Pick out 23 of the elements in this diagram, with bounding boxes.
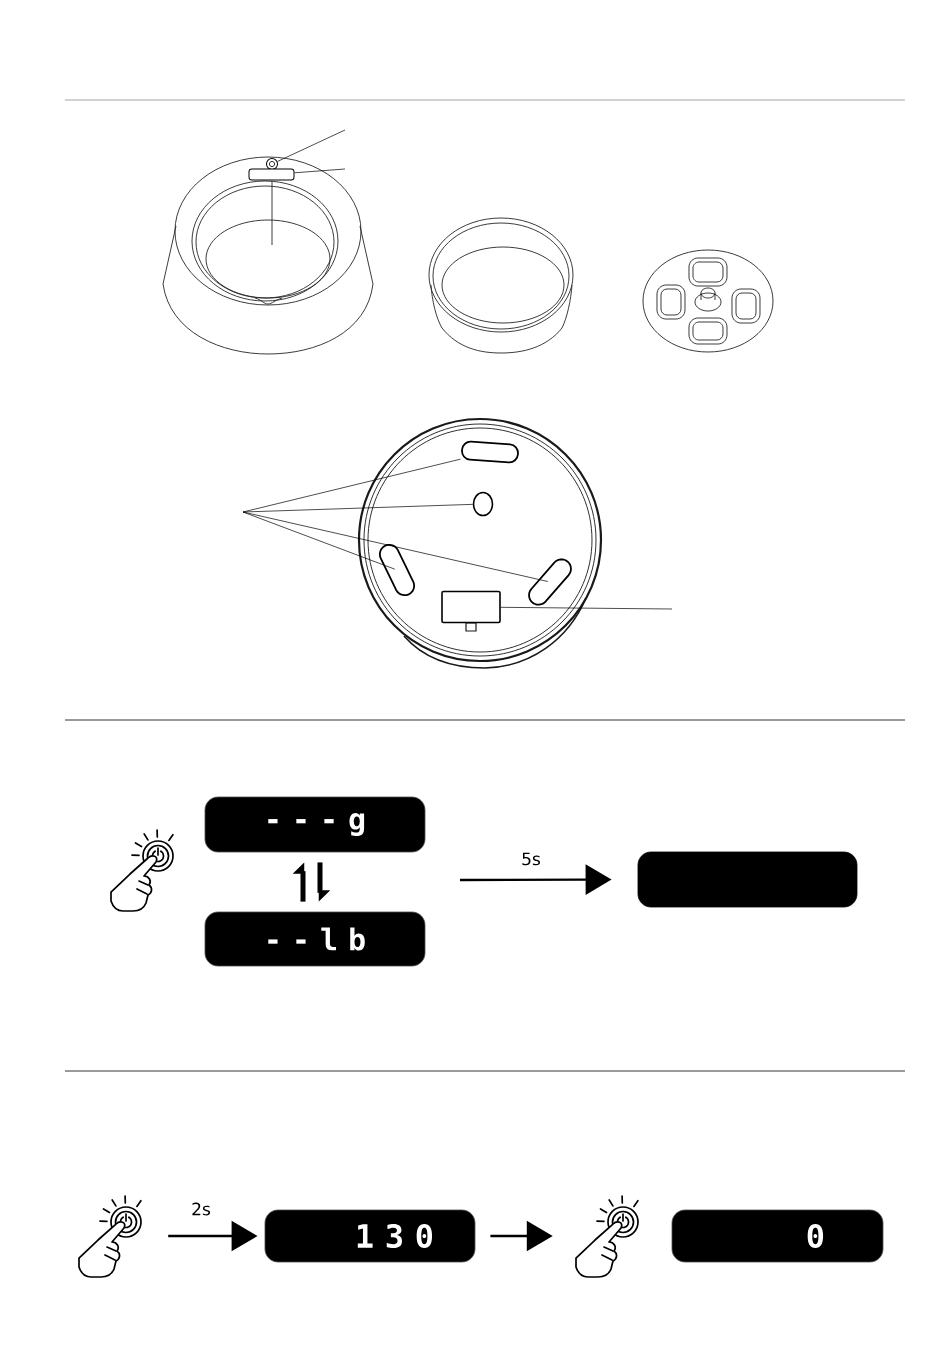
lcd-display: - - - g xyxy=(204,796,426,853)
display-window xyxy=(248,168,295,181)
power-button xyxy=(266,158,278,170)
lcd-display xyxy=(637,851,858,908)
screw-hole xyxy=(472,491,494,517)
leader-line xyxy=(277,129,346,162)
foot-pad xyxy=(378,543,416,597)
lcd-display: - - l b xyxy=(204,911,426,967)
leader-line xyxy=(242,511,549,582)
hand-press-icon xyxy=(575,1195,639,1278)
lcd-display: 0 xyxy=(671,1209,884,1263)
leader-line xyxy=(294,168,346,174)
foot-pad xyxy=(528,558,572,606)
leader-line xyxy=(242,504,474,513)
lcd-display: 1 3 0 xyxy=(264,1209,476,1263)
edge-label: 5s xyxy=(519,851,543,867)
hand-press-icon xyxy=(110,829,174,912)
hand-press-icon xyxy=(78,1195,142,1278)
battery-cover xyxy=(441,590,501,624)
leader-line xyxy=(242,511,396,570)
leader-line xyxy=(500,606,673,610)
edge-label: 2s xyxy=(189,1201,213,1217)
foot-pad xyxy=(461,440,519,464)
